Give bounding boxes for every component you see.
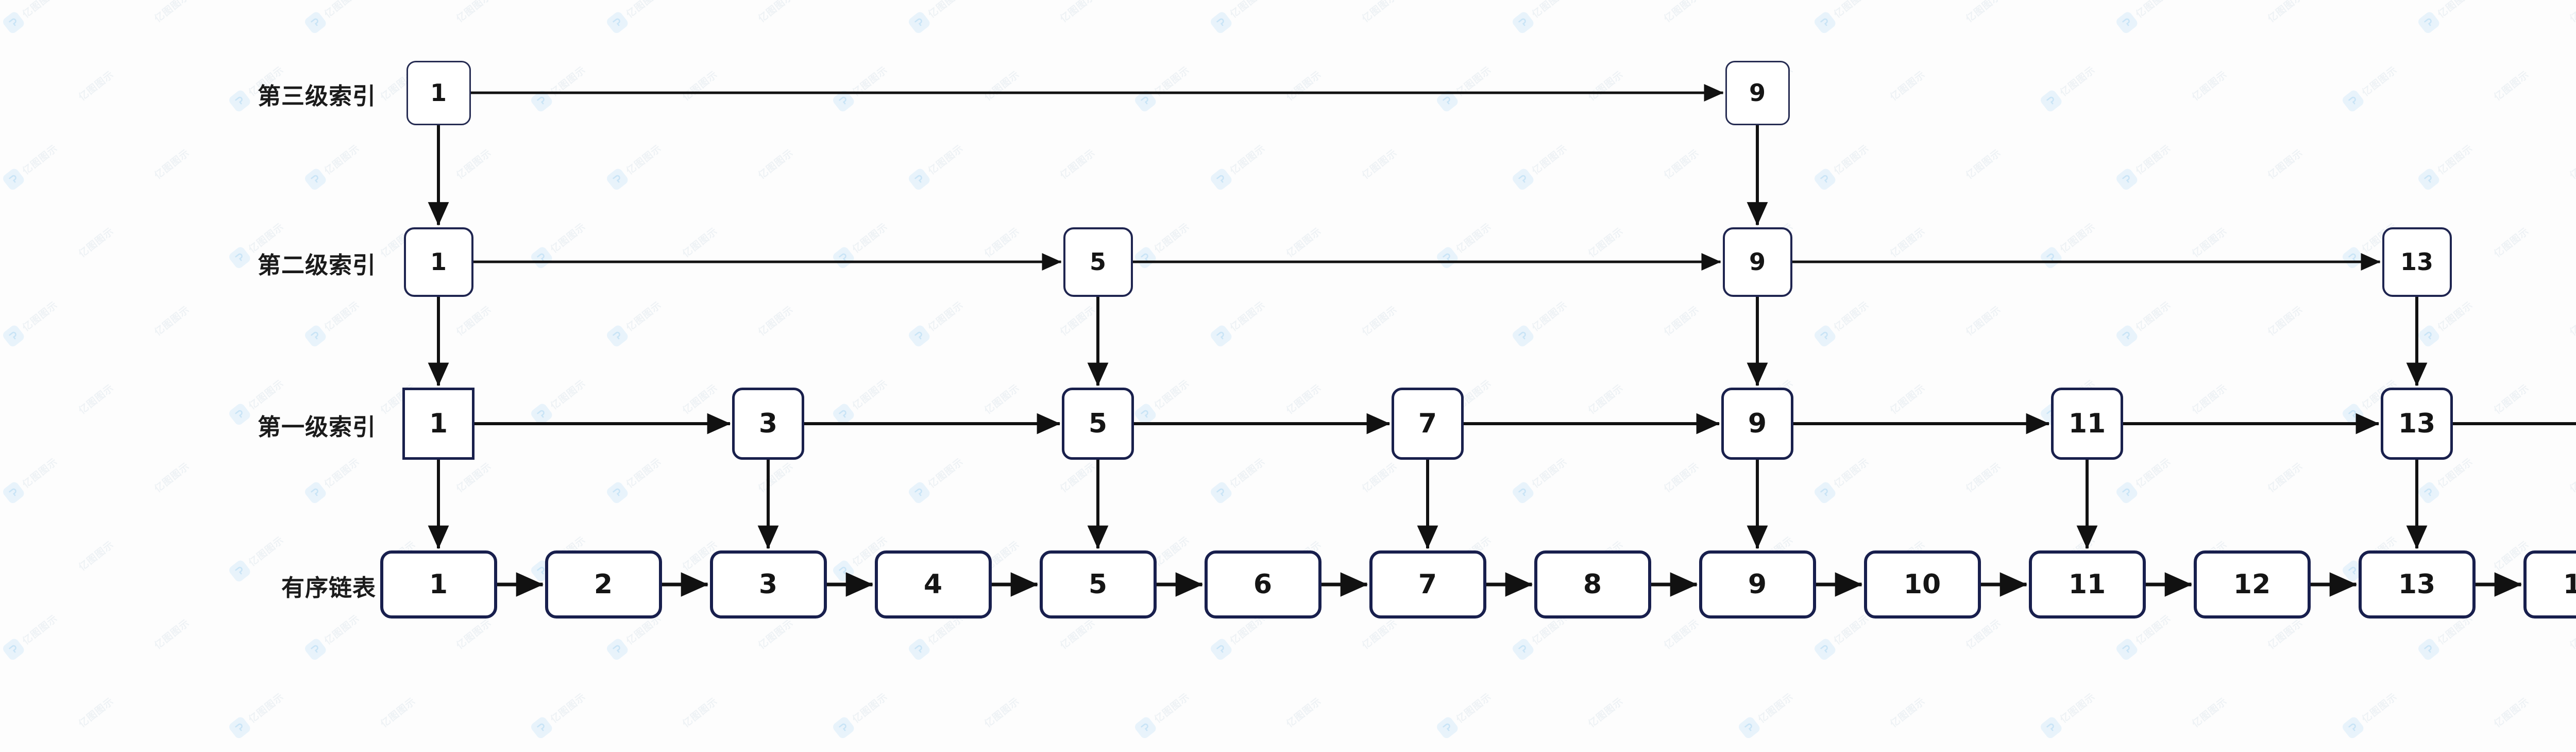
node-value: 9: [1749, 79, 1766, 107]
node-value: 9: [1748, 569, 1767, 600]
node-sorted-linked-list-5[interactable]: 5: [1039, 550, 1157, 619]
node-value: 1: [430, 248, 447, 276]
node-level-3-index-9[interactable]: 9: [1725, 60, 1790, 125]
row-label-sorted-linked-list: 有序链表: [281, 574, 376, 601]
node-sorted-linked-list-4[interactable]: 4: [874, 550, 992, 619]
node-value: 13: [2398, 408, 2436, 439]
node-level-2-index-5[interactable]: 5: [1063, 227, 1133, 297]
node-value: 2: [594, 569, 613, 600]
node-level-1-index-5[interactable]: 5: [1062, 388, 1134, 460]
node-value: 11: [2068, 408, 2106, 439]
node-level-1-index-7[interactable]: 7: [1392, 388, 1464, 460]
node-sorted-linked-list-6[interactable]: 6: [1204, 550, 1321, 619]
node-sorted-linked-list-8[interactable]: 8: [1534, 550, 1651, 619]
node-value: 13: [2398, 569, 2436, 600]
node-sorted-linked-list-13[interactable]: 13: [2358, 550, 2476, 619]
node-sorted-linked-list-12[interactable]: 12: [2193, 550, 2311, 619]
node-sorted-linked-list-11[interactable]: 11: [2028, 550, 2146, 619]
node-value: 5: [1088, 408, 1108, 439]
row-label-level-1-index: 第一级索引: [257, 413, 376, 441]
node-level-3-index-1[interactable]: 1: [406, 60, 471, 125]
node-sorted-linked-list-3[interactable]: 3: [709, 550, 827, 619]
node-sorted-linked-list-9[interactable]: 9: [1699, 550, 1816, 619]
node-level-1-index-3[interactable]: 3: [732, 388, 804, 460]
row-label-level-2-index: 第二级索引: [257, 252, 376, 279]
node-level-2-index-1[interactable]: 1: [403, 227, 473, 297]
node-value: 3: [758, 408, 778, 439]
node-value: 8: [1583, 569, 1602, 600]
node-sorted-linked-list-7[interactable]: 7: [1369, 550, 1486, 619]
node-value: 12: [2233, 569, 2271, 600]
node-sorted-linked-list-1[interactable]: 1: [380, 550, 497, 619]
node-value: 7: [1418, 408, 1437, 439]
node-value: 7: [1418, 569, 1437, 600]
node-level-1-index-13[interactable]: 13: [2381, 388, 2453, 460]
node-sorted-linked-list-14[interactable]: 14: [2523, 550, 2576, 619]
node-level-2-index-9[interactable]: 9: [1722, 227, 1792, 297]
node-value: 1: [429, 408, 448, 439]
node-sorted-linked-list-10[interactable]: 10: [1863, 550, 1981, 619]
node-value: 9: [1748, 408, 1767, 439]
node-level-1-index-1[interactable]: 1: [402, 388, 474, 460]
node-value: 1: [430, 79, 447, 107]
node-value: 10: [1903, 569, 1941, 600]
node-sorted-linked-list-2[interactable]: 2: [545, 550, 662, 619]
node-value: 13: [2400, 248, 2433, 276]
node-value: 5: [1088, 569, 1108, 600]
node-value: 6: [1253, 569, 1273, 600]
node-value: 9: [1749, 248, 1766, 276]
node-level-1-index-9[interactable]: 9: [1721, 388, 1793, 460]
node-value: 1: [429, 569, 448, 600]
row-label-level-3-index: 第三级索引: [257, 82, 376, 110]
node-value: 4: [923, 569, 943, 600]
node-level-2-index-13[interactable]: 13: [2382, 227, 2452, 297]
node-value: 5: [1089, 248, 1106, 276]
node-value: 11: [2068, 569, 2106, 600]
node-level-1-index-11[interactable]: 11: [2051, 388, 2123, 460]
node-value: 3: [758, 569, 778, 600]
node-value: 14: [2563, 569, 2576, 600]
